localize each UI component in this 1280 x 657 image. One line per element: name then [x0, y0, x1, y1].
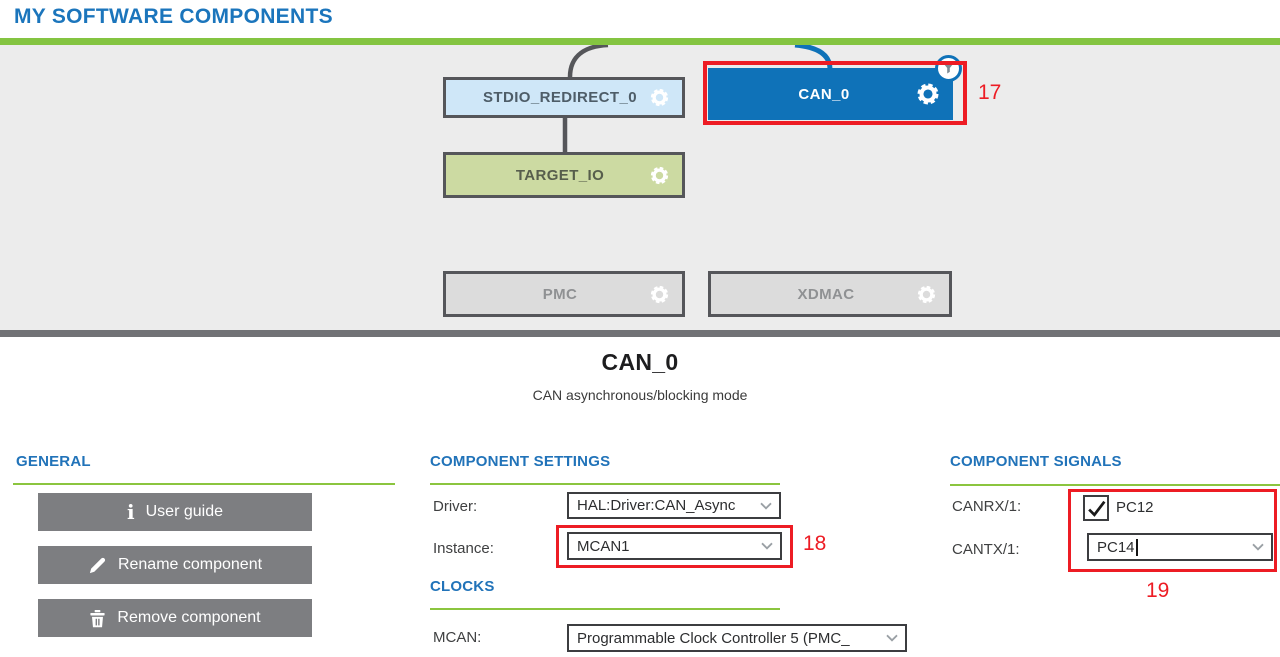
component-block-stdio-redirect[interactable]: STDIO_REDIRECT_0	[443, 77, 685, 118]
mcan-clock-value: Programmable Clock Controller 5 (PMC_	[577, 629, 850, 647]
canrx-label: CANRX/1:	[952, 498, 1022, 515]
section-underline	[950, 484, 1280, 486]
block-label: STDIO_REDIRECT_0	[483, 89, 637, 106]
block-label: XDMAC	[797, 285, 855, 303]
button-label: User guide	[145, 503, 223, 520]
button-label: Remove component	[117, 609, 261, 626]
checkmark-icon	[1087, 500, 1105, 517]
trash-icon	[90, 609, 105, 627]
section-header-component-signals: COMPONENT SIGNALS	[950, 453, 1122, 470]
user-guide-button[interactable]: i User guide	[38, 493, 312, 531]
text-cursor	[1135, 538, 1138, 556]
header-divider	[0, 38, 1280, 45]
gear-icon[interactable]	[914, 80, 942, 108]
component-block-target-io[interactable]: TARGET_IO	[443, 152, 685, 198]
block-label: PMC	[542, 285, 578, 303]
chevron-down-icon	[1252, 543, 1264, 551]
config-panel: CAN_0 CAN asynchronous/blocking mode GEN…	[0, 337, 1280, 657]
gear-icon[interactable]	[648, 86, 671, 109]
page-title: MY SOFTWARE COMPONENTS	[14, 5, 333, 28]
chevron-down-icon	[761, 542, 773, 550]
annotation-rect-19	[1068, 489, 1277, 572]
cantx-label: CANTX/1:	[952, 541, 1020, 558]
gear-icon[interactable]	[648, 283, 671, 306]
remove-component-button[interactable]: Remove component	[38, 599, 312, 637]
annotation-number-18: 18	[803, 532, 827, 555]
section-underline	[13, 483, 395, 485]
filter-badge[interactable]	[935, 55, 962, 82]
driver-dropdown[interactable]: HAL:Driver:CAN_Async	[567, 492, 781, 519]
instance-value: MCAN1	[577, 537, 630, 555]
component-block-can0[interactable]: CAN_0	[708, 55, 962, 120]
mcan-clock-dropdown[interactable]: Programmable Clock Controller 5 (PMC_	[567, 624, 907, 652]
driver-label: Driver:	[433, 498, 478, 515]
selected-component-subtitle: CAN asynchronous/blocking mode	[532, 387, 748, 403]
annotation-rect-17	[703, 61, 967, 125]
filter-icon	[943, 63, 954, 74]
annotation-number-19: 19	[1146, 579, 1170, 602]
button-label: Rename component	[117, 556, 263, 573]
cantx-pin-combobox[interactable]: PC14	[1087, 533, 1273, 561]
instance-label: Instance:	[433, 540, 494, 557]
component-diagram: STDIO_REDIRECT_0 CAN_0	[0, 45, 1280, 330]
selected-component-title: CAN_0	[601, 349, 679, 375]
component-block-pmc[interactable]: PMC	[443, 271, 685, 317]
gear-icon[interactable]	[915, 283, 938, 306]
section-header-clocks: CLOCKS	[430, 578, 495, 595]
instance-dropdown[interactable]: MCAN1	[567, 532, 782, 560]
block-label: CAN_0	[798, 85, 850, 103]
annotation-rect-18	[556, 525, 793, 568]
info-icon: i	[127, 500, 135, 524]
section-underline	[430, 483, 780, 485]
driver-value: HAL:Driver:CAN_Async	[577, 497, 736, 514]
chevron-down-icon	[760, 502, 772, 510]
block-label: TARGET_IO	[515, 166, 605, 184]
cantx-pin-value: PC14	[1097, 538, 1135, 556]
chevron-down-icon	[886, 634, 898, 642]
annotation-number-17: 17	[978, 81, 1002, 104]
gear-icon[interactable]	[648, 164, 671, 187]
pencil-icon	[89, 557, 106, 573]
rename-component-button[interactable]: Rename component	[38, 546, 312, 584]
section-header-component-settings: COMPONENT SETTINGS	[430, 453, 611, 470]
canrx-pin-value: PC12	[1116, 499, 1154, 516]
component-block-xdmac[interactable]: XDMAC	[708, 271, 952, 317]
canrx-checkbox[interactable]	[1083, 495, 1109, 521]
panel-divider	[0, 330, 1280, 337]
section-header-general: GENERAL	[16, 453, 91, 470]
mcan-label: MCAN:	[433, 629, 482, 646]
section-underline	[430, 608, 780, 610]
